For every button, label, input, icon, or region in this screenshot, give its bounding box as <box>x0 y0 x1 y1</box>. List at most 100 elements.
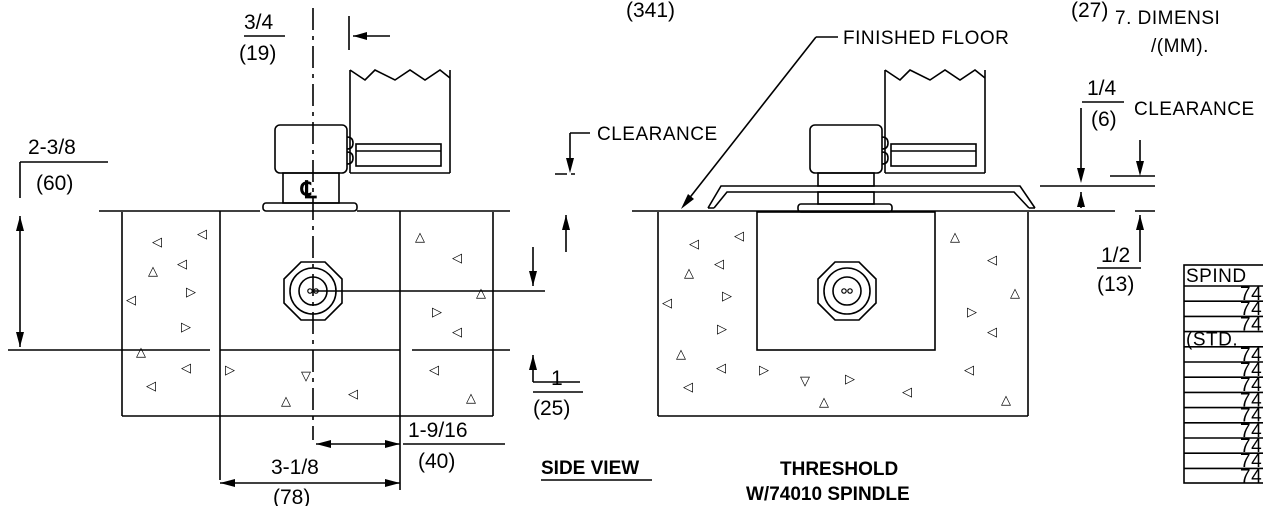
svg-text:◁: ◁ <box>683 380 693 395</box>
clearance-1-4-num: 1/4 <box>1087 77 1117 100</box>
svg-text:◁: ◁ <box>452 251 462 266</box>
side-spindle-fitting: ℄ <box>262 124 358 212</box>
svg-text:△: △ <box>950 230 960 245</box>
svg-text:△: △ <box>148 264 158 279</box>
dim-2-3-8-mm: (60) <box>36 172 73 195</box>
table-row: 74 <box>1240 314 1262 335</box>
dim-two-three-eighths: 2-3/8 (60) <box>16 136 108 347</box>
svg-text:▷: ▷ <box>225 363 235 378</box>
svg-text:◁: ◁ <box>177 257 187 272</box>
svg-text:△: △ <box>684 266 694 281</box>
dim-3-4-mm: (19) <box>239 42 276 65</box>
table-row: (STD. <box>1186 330 1238 351</box>
table-row: 74 <box>1240 451 1262 472</box>
side-concrete-slab <box>99 210 510 417</box>
threshold-view: FINISHED FLOOR 1/4 (6) CLEARANCE 1/2 <box>632 28 1255 505</box>
threshold-clearance-label: CLEARANCE <box>1134 99 1255 120</box>
table-row: 74 <box>1240 284 1262 305</box>
svg-text:◁: ◁ <box>181 361 191 376</box>
svg-text:◁: ◁ <box>689 237 699 252</box>
table-row: 74 <box>1240 390 1262 411</box>
svg-text:◁: ◁ <box>429 363 439 378</box>
svg-text:△: △ <box>476 286 486 301</box>
svg-text:△: △ <box>281 394 291 409</box>
side-box-pocket <box>219 211 401 490</box>
svg-text:◁: ◁ <box>964 363 974 378</box>
svg-text:▷: ▷ <box>759 363 769 378</box>
header-mm-left: (341) <box>626 0 675 22</box>
threshold-spindle-fitting <box>797 124 893 213</box>
svg-text:▷: ▷ <box>432 305 442 320</box>
dim-1-mm: (25) <box>533 397 570 420</box>
side-door-leaf <box>349 69 451 174</box>
note-line-2: /(MM). <box>1151 36 1209 57</box>
svg-text:▷: ▷ <box>845 372 855 387</box>
table-row: 74 <box>1240 375 1262 396</box>
svg-text:▽: ▽ <box>301 369 311 384</box>
svg-text:▷: ▷ <box>717 322 727 337</box>
svg-text:▷: ▷ <box>722 289 732 304</box>
svg-text:◁: ◁ <box>152 235 162 250</box>
dim-1-2-num: 1/2 <box>1101 244 1130 267</box>
threshold-aggregate-pattern: ◁◁ △◁ ▷◁ ▷△ ◁◁ ▷▽ △▷ ◁△ ◁△ ▷◁ ◁△ <box>662 229 1020 410</box>
svg-text:◁: ◁ <box>348 387 358 402</box>
clearance-1-4-mm: (6) <box>1091 108 1117 131</box>
svg-text:△: △ <box>136 345 146 360</box>
centerline-symbol: ℄ <box>300 177 317 204</box>
svg-text:△: △ <box>466 391 476 406</box>
svg-text:◁: ◁ <box>662 296 672 311</box>
dim-one-half: 1/2 (13) <box>1097 244 1141 296</box>
table-row: 74 <box>1240 406 1262 427</box>
table-row: 74 <box>1240 299 1262 320</box>
svg-text:◁: ◁ <box>452 325 462 340</box>
side-clearance-label: CLEARANCE <box>597 124 718 145</box>
note-line-1: 7. DIMENSI <box>1115 8 1220 29</box>
dim-3-1-8-mm: (78) <box>273 486 310 506</box>
svg-text:◁: ◁ <box>987 325 997 340</box>
dim-one-nine-sixteenths: 1-9/16 (40) <box>316 419 505 473</box>
table-row: 74 <box>1240 360 1262 381</box>
svg-text:◁: ◁ <box>716 361 726 376</box>
threshold-title-line-1: THRESHOLD <box>780 459 898 480</box>
dim-1-9-16-num: 1-9/16 <box>408 419 468 442</box>
table-row: 74 <box>1240 436 1262 457</box>
threshold-concrete-slab <box>632 210 1155 417</box>
dim-1-num: 1 <box>551 367 563 390</box>
side-view-title: SIDE VIEW <box>541 458 639 479</box>
svg-text:▷: ▷ <box>181 320 191 335</box>
finished-floor-callout: FINISHED FLOOR <box>681 28 1009 209</box>
side-right-dims: 1 (25) <box>529 215 583 420</box>
threshold-title-line-2: W/74010 SPINDLE <box>746 484 910 505</box>
dim-3-4-num: 3/4 <box>244 11 274 34</box>
svg-text:△: △ <box>676 347 686 362</box>
dim-1-9-16-mm: (40) <box>418 450 455 473</box>
dim-three-one-eighth: 3-1/8 (78) <box>220 456 400 506</box>
svg-text:◁: ◁ <box>987 253 997 268</box>
svg-text:◁: ◁ <box>714 257 724 272</box>
side-aggregate-pattern: ◁◁ △◁ ▷◁ ▷△ ◁◁ ▷▽ △◁ △◁ △▷ ◁◁ △ <box>126 227 486 409</box>
table-row: 74 <box>1240 466 1262 487</box>
svg-text:▷: ▷ <box>967 305 977 320</box>
dim-three-quarter: 3/4 (19) <box>239 11 390 65</box>
table-row: 74 <box>1240 345 1262 366</box>
side-clearance: CLEARANCE <box>555 124 718 175</box>
svg-text:△: △ <box>819 395 829 410</box>
threshold-spindle-nut <box>817 261 877 321</box>
svg-text:△: △ <box>415 230 425 245</box>
threshold-clearance: 1/4 (6) CLEARANCE <box>1040 77 1255 262</box>
dim-3-1-8-num: 3-1/8 <box>271 456 319 479</box>
svg-text:◁: ◁ <box>126 293 136 308</box>
svg-text:◁: ◁ <box>197 227 207 242</box>
side-view: ℄ 3/4 (19) <box>8 8 718 506</box>
dim-2-3-8-num: 2-3/8 <box>28 136 76 159</box>
finished-floor-label: FINISHED FLOOR <box>843 28 1009 49</box>
table-header: SPIND <box>1186 266 1247 287</box>
dim-1-2-mm: (13) <box>1097 273 1134 296</box>
svg-text:△: △ <box>1001 393 1011 408</box>
header-mm-right: (27) <box>1071 0 1108 22</box>
svg-text:▷: ▷ <box>186 285 196 300</box>
svg-text:▽: ▽ <box>800 374 810 389</box>
